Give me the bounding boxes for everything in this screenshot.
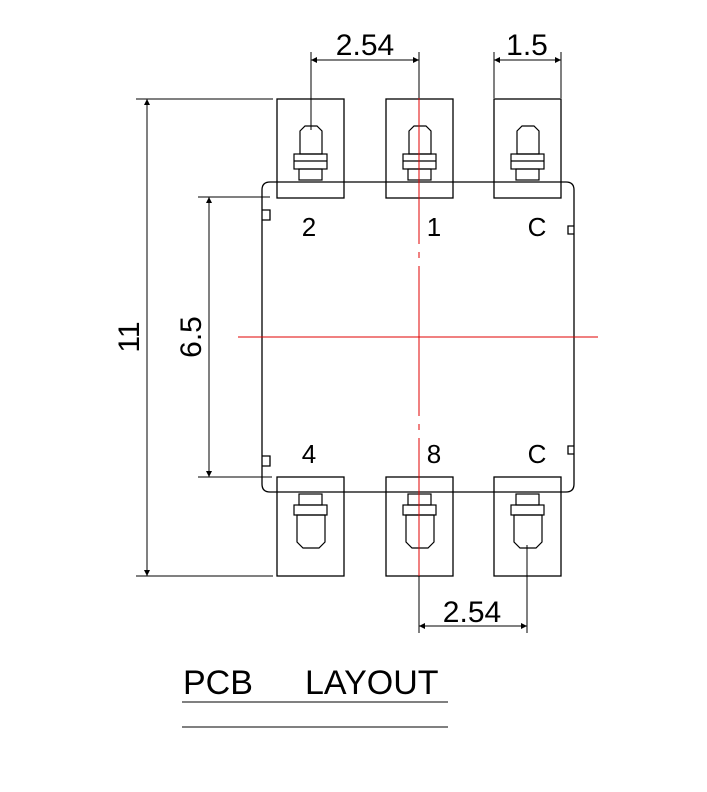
terminal-bottom-right	[510, 493, 545, 549]
pin-label-bottom-left: 4	[302, 439, 316, 469]
dim-body-height-label: 6.5	[175, 316, 208, 358]
pin-label-bottom-center: 8	[427, 439, 441, 469]
dim-bottom-pitch-label: 2.54	[443, 596, 501, 629]
dim-overall-height	[136, 98, 273, 577]
dim-bottom-pitch	[418, 545, 528, 633]
body-notch	[262, 455, 271, 467]
dim-body-height	[198, 196, 272, 478]
dim-top-pitch-label: 2.54	[336, 29, 394, 62]
body-notch	[262, 209, 271, 221]
component-body	[261, 181, 575, 493]
body-notch	[567, 225, 574, 235]
pin-label-top-right: C	[528, 212, 547, 242]
caption-layout: LAYOUT	[305, 664, 439, 702]
body-notch	[567, 445, 574, 455]
pin-label-top-left: 2	[302, 212, 316, 242]
caption-pcb: PCB	[183, 664, 253, 702]
pin-label-top-center: 1	[427, 212, 441, 242]
caption-underline	[182, 701, 448, 728]
terminal-bottom-left	[293, 493, 328, 549]
terminal-top-right	[510, 125, 545, 181]
pad-top-right	[493, 98, 562, 199]
dim-pad-width	[493, 52, 562, 98]
dim-pad-width-label: 1.5	[506, 29, 548, 62]
terminal-top-left	[293, 125, 328, 181]
pad-bottom-left	[276, 476, 345, 577]
pin-label-bottom-right: C	[528, 439, 547, 469]
center-lines	[238, 94, 598, 580]
dim-overall-height-label: 11	[113, 321, 146, 352]
dim-top-pitch	[310, 52, 420, 130]
bottom-terminals	[293, 493, 545, 549]
